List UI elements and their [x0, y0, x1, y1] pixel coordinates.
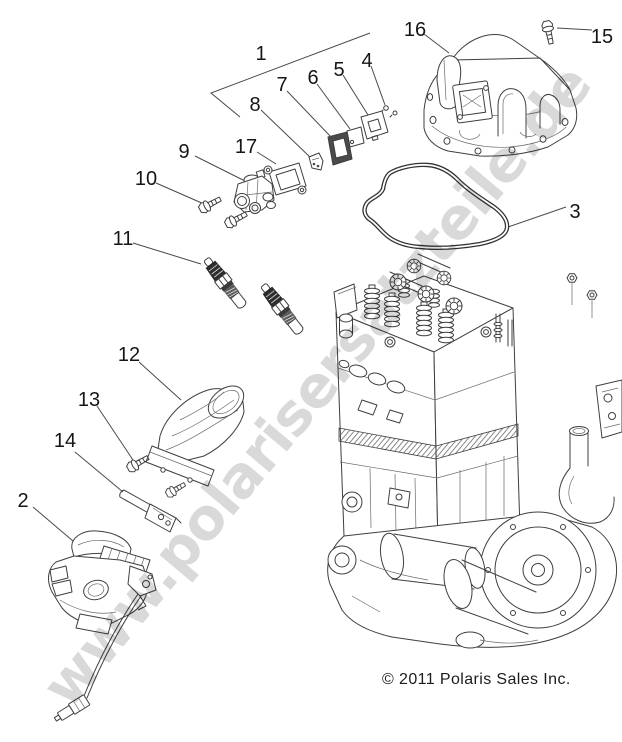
leader-3 — [507, 206, 567, 228]
callout-9: 9 — [178, 141, 189, 163]
engine-cylinder-head — [335, 275, 521, 549]
callout-12: 12 — [118, 344, 140, 366]
leader-lines — [32, 27, 593, 542]
leader-5 — [342, 74, 369, 116]
part-frame-7 — [327, 131, 353, 166]
cover-right-hump — [539, 94, 561, 129]
part-intake-boot — [145, 385, 245, 487]
leader-8 — [260, 109, 313, 160]
leader-1 — [210, 32, 371, 118]
part-valve-gasket — [263, 162, 307, 196]
engine-assembly — [327, 253, 622, 649]
callout-4: 4 — [361, 50, 372, 72]
engine-mount-bracket — [595, 379, 622, 439]
part-bolt-13b — [163, 479, 188, 500]
callout-labels: 1 2 3 4 5 6 7 8 9 10 11 12 13 14 15 16 1… — [17, 19, 613, 512]
leader-12 — [138, 361, 182, 401]
part-bolt-13a — [124, 452, 152, 475]
engine-crankcase — [327, 511, 618, 649]
leader-11 — [132, 242, 202, 265]
callout-8: 8 — [249, 94, 260, 116]
callout-5: 5 — [333, 59, 344, 81]
callout-6: 6 — [307, 67, 318, 89]
part-throttle-body — [48, 530, 157, 722]
engine-water-outlet — [558, 426, 615, 524]
callout-3: 3 — [569, 201, 580, 223]
engine-valve-train — [333, 253, 598, 348]
leader-4 — [370, 65, 386, 106]
part-bracket-8 — [308, 152, 324, 171]
leader-16 — [423, 33, 450, 54]
output-stub — [455, 631, 485, 649]
callout-11: 11 — [113, 228, 134, 250]
throttle-cable — [53, 593, 142, 722]
copyright-text: © 2011 Polaris Sales Inc. — [382, 671, 571, 688]
leader-2 — [32, 506, 74, 542]
leader-15 — [556, 27, 593, 31]
callout-10: 10 — [135, 168, 157, 190]
part-plate-5 — [360, 110, 389, 141]
leader-14 — [74, 451, 124, 493]
part-cable-rod — [119, 489, 182, 533]
cover-connector — [452, 80, 493, 124]
cover-mid-hump — [497, 88, 527, 139]
leader-13 — [96, 405, 134, 461]
leader-7 — [286, 90, 333, 139]
part-spark-plug-a — [199, 254, 250, 312]
callout-16: 16 — [404, 19, 426, 41]
callout-13: 13 — [78, 389, 100, 411]
callout-15: 15 — [591, 26, 613, 48]
part-bolt-10b — [222, 208, 250, 231]
callout-2: 2 — [17, 490, 28, 512]
part-bolt-10a — [196, 193, 224, 216]
leader-6 — [316, 83, 351, 130]
leader-10 — [155, 182, 205, 205]
leader-9 — [194, 155, 248, 183]
part-cover-bolt — [540, 19, 558, 46]
callout-1: 1 — [255, 43, 266, 65]
callout-14: 14 — [54, 430, 76, 452]
leader-17 — [256, 151, 277, 165]
part-cover-gasket — [362, 162, 510, 250]
part-valve-body — [233, 169, 276, 214]
callout-7: 7 — [276, 74, 287, 96]
callout-17: 17 — [235, 136, 257, 158]
part-airbox-cover — [423, 33, 578, 157]
lower-cylinder — [443, 559, 537, 635]
part-spark-plug-b — [256, 280, 307, 338]
